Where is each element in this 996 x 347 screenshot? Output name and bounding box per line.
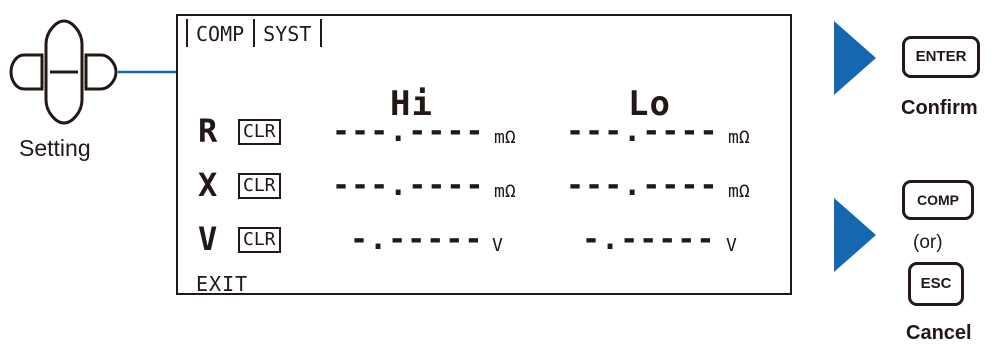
cancel-caption: Cancel: [906, 322, 972, 344]
hi-value-x: ---.----: [332, 168, 485, 203]
hi-unit-v: V: [492, 235, 503, 256]
clear-button-v[interactable]: CLR: [238, 227, 281, 253]
row-label-r[interactable]: R: [198, 112, 218, 150]
right-triangle-icon: [834, 198, 876, 272]
column-header-hi: Hi: [390, 84, 433, 124]
lo-unit-v: V: [726, 235, 737, 256]
tab-bar: COMP SYST: [186, 19, 323, 49]
row-label-v[interactable]: V: [198, 220, 218, 258]
setting-caption: Setting: [19, 135, 91, 161]
or-caption: (or): [913, 232, 943, 253]
clear-button-r[interactable]: CLR: [238, 119, 281, 145]
clear-button-x[interactable]: CLR: [238, 173, 281, 199]
lo-value-v: -.-----: [582, 222, 716, 257]
esc-key[interactable]: ESC: [908, 262, 964, 306]
hi-unit-x: mΩ: [494, 181, 516, 202]
hi-unit-r: mΩ: [494, 127, 516, 148]
exit-softkey[interactable]: EXIT: [196, 272, 249, 296]
lcd-screen: COMP SYST Hi Lo R CLR ---.---- mΩ ---.--…: [176, 14, 792, 296]
row-label-x[interactable]: X: [198, 166, 218, 204]
hi-value-v: -.-----: [350, 222, 484, 257]
enter-key[interactable]: ENTER: [902, 36, 980, 78]
column-header-lo: Lo: [628, 84, 671, 124]
lo-value-x: ---.----: [566, 168, 719, 203]
tab-syst[interactable]: SYST: [255, 19, 323, 47]
cursor-keypad-icon: [9, 19, 118, 125]
hi-value-r: ---.----: [332, 114, 485, 149]
right-triangle-icon: [834, 21, 876, 95]
lo-unit-x: mΩ: [728, 181, 750, 202]
comp-key[interactable]: COMP: [902, 180, 974, 220]
lo-value-r: ---.----: [566, 114, 719, 149]
confirm-caption: Confirm: [901, 97, 978, 119]
tab-comp[interactable]: COMP: [186, 19, 256, 47]
lo-unit-r: mΩ: [728, 127, 750, 148]
